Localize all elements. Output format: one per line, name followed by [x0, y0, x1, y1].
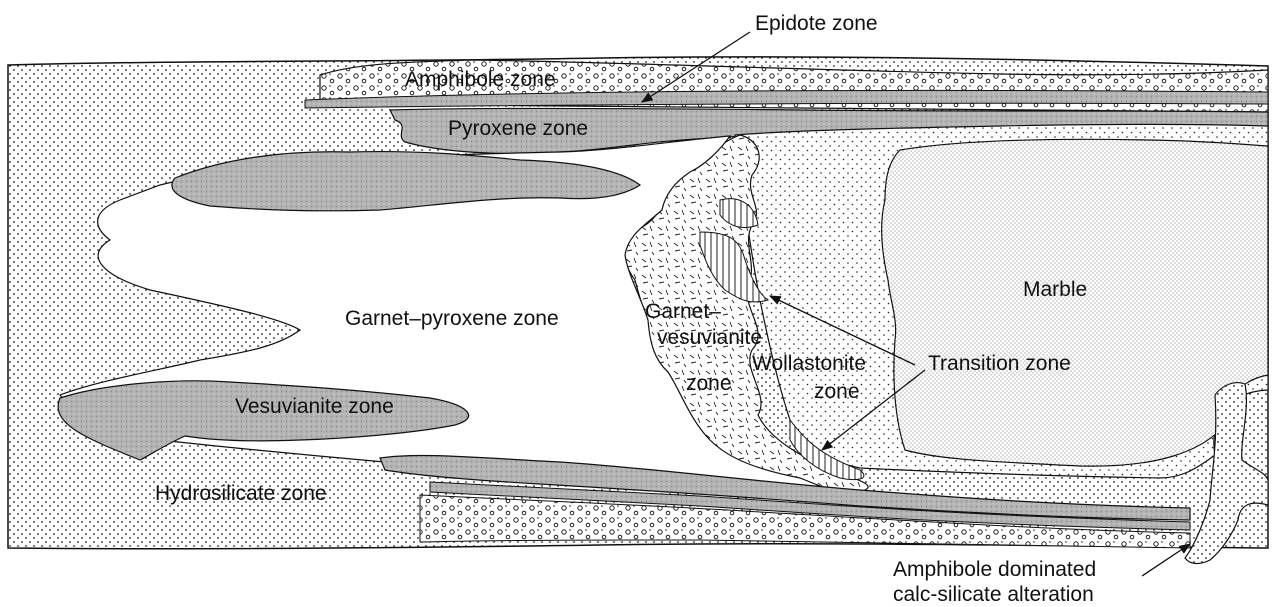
label-garnet-pyroxene-zone: Garnet–pyroxene zone — [345, 307, 559, 330]
label-vesuvianite-zone: Vesuvianite zone — [235, 395, 394, 418]
label-epidote-zone: Epidote zone — [755, 12, 878, 35]
amphibole-dominated-leader — [1142, 544, 1190, 576]
label-wollastonite-1: Wollastonite — [752, 352, 866, 375]
label-hydrosilicate-zone: Hydrosilicate zone — [155, 482, 327, 505]
label-wollastonite-2: zone — [814, 380, 860, 403]
label-marble: Marble — [1023, 278, 1087, 301]
label-pyroxene-zone: Pyroxene zone — [448, 117, 588, 140]
label-transition-zone: Transition zone — [928, 352, 1071, 375]
label-amphibole-dominated-2: calc-silicate alteration — [893, 583, 1094, 606]
label-amphibole-dominated-1: Amphibole dominated — [893, 558, 1096, 581]
label-amphibole-zone: Amphibole zone — [405, 68, 556, 91]
marble-body — [882, 139, 1268, 466]
label-garnet-vesuvianite-1: Garnet– — [645, 300, 721, 323]
label-garnet-vesuvianite-2: vesuvianite — [657, 326, 762, 349]
label-garnet-vesuvianite-3: zone — [686, 372, 732, 395]
